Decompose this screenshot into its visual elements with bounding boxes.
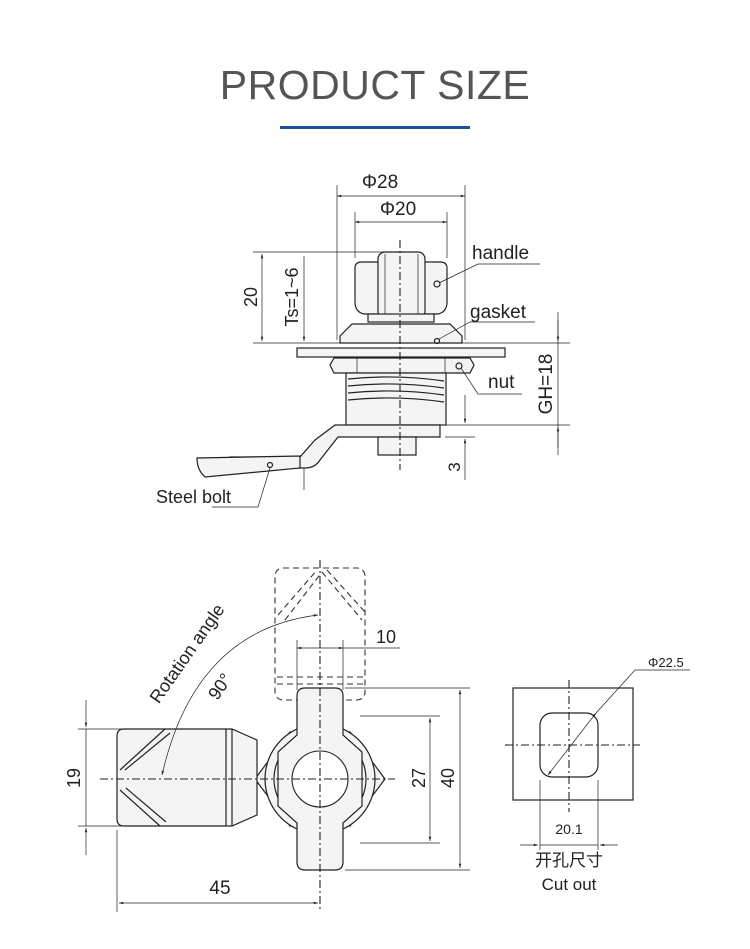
- steel-bolt-label: Steel bolt: [156, 487, 231, 507]
- side-view: Φ28 Φ20 20 Ts=1~6 GH=18 3 handle gasket …: [156, 172, 570, 508]
- dim-3-label: 3: [445, 462, 464, 471]
- dim-40-label: 40: [438, 768, 458, 788]
- dim-19-label: 19: [64, 768, 84, 788]
- steel-bolt: [196, 455, 301, 478]
- handle-label: handle: [472, 243, 529, 264]
- dim-27-label: 27: [409, 768, 429, 788]
- cutout-view: Φ22.5 20.1 开孔尺寸 Cut out: [505, 655, 690, 894]
- panel: [296, 347, 506, 358]
- title-underline: [280, 126, 470, 129]
- gasket: [339, 323, 463, 344]
- nut: [329, 357, 475, 374]
- dim-phi20-label: Φ20: [380, 199, 416, 220]
- gasket-label: gasket: [470, 302, 527, 323]
- dim-45-label: 45: [209, 878, 230, 899]
- dim-20-label: 20: [241, 287, 261, 307]
- front-view: Rotation angle 90° 10 19 27 40 45: [64, 560, 470, 912]
- dim-20-1-label: 20.1: [555, 821, 582, 837]
- dim-10-label: 10: [376, 627, 396, 647]
- page-title: PRODUCT SIZE: [219, 62, 531, 108]
- dim-phi28-label: Φ28: [362, 172, 398, 193]
- rotation-arc: [161, 614, 319, 776]
- cutout-label-cn: 开孔尺寸: [535, 851, 603, 870]
- bolt-front: [116, 728, 258, 827]
- dim-gh-label: GH=18: [536, 354, 557, 415]
- cutout-label-en: Cut out: [542, 875, 597, 894]
- screw: [377, 436, 417, 456]
- dim-phi22-label: Φ22.5: [648, 655, 684, 670]
- nut-label: nut: [488, 372, 515, 393]
- cutout-panel: [512, 687, 634, 801]
- dim-ts-label: Ts=1~6: [282, 267, 302, 326]
- rotation-value-label: 90°: [204, 670, 236, 704]
